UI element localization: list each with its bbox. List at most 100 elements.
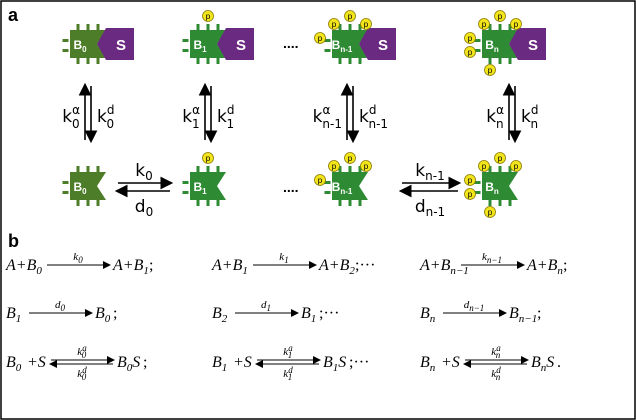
plus-substrate: +S	[233, 354, 252, 371]
equation-end: .	[557, 354, 561, 371]
equation-term: A+B1	[211, 257, 248, 277]
phospho-group	[344, 10, 356, 22]
equation-end: ;	[149, 257, 153, 274]
equation-end: ;	[563, 257, 567, 274]
panel-label-a: a	[8, 5, 19, 25]
b-molecule-body	[332, 172, 368, 200]
ellipsis-bottom: ....	[283, 179, 299, 195]
phospho-group	[328, 160, 340, 172]
substrate-label: S	[236, 37, 246, 54]
equation-term: BnS	[531, 354, 554, 374]
substrate-s	[509, 28, 546, 60]
equation-end: ;	[113, 305, 117, 322]
phospho-group	[464, 188, 476, 200]
b-molecule-body	[332, 30, 368, 58]
phospho-label: p	[348, 154, 353, 163]
equation-term: A+B0	[5, 257, 42, 277]
equation-term: B1S	[323, 354, 346, 374]
phospho-group	[510, 160, 522, 172]
phospho-group	[478, 160, 490, 172]
phospho-label: p	[364, 20, 369, 29]
panel-label-b: b	[8, 231, 19, 251]
phospho-group	[202, 152, 214, 164]
rate-label: kn−1	[482, 251, 502, 265]
phospho-group	[464, 32, 476, 44]
phospho-label: p	[468, 190, 473, 199]
phospho-label: p	[498, 12, 503, 21]
phospho-group	[464, 174, 476, 186]
molecule-b0-free: B0	[62, 166, 106, 206]
equation-term: A+Bn	[526, 257, 563, 277]
b-molecule-body	[190, 30, 226, 58]
phospho-label: p	[468, 34, 473, 43]
phospho-label: p	[482, 162, 487, 171]
phospho-label: p	[498, 154, 503, 163]
plus-substrate: +S	[27, 354, 46, 371]
phospho-label: p	[206, 12, 211, 21]
b-molecule-body	[70, 172, 106, 200]
equation-term: B0S	[117, 354, 140, 374]
phospho-group	[314, 174, 326, 186]
phospho-label: p	[348, 12, 353, 21]
phospho-label: p	[514, 20, 519, 29]
rate-label: d1	[261, 299, 271, 313]
phospho-label: p	[468, 48, 473, 57]
phospho-label: p	[482, 20, 487, 29]
equation-end: ;···	[355, 257, 375, 274]
substrate-s	[359, 28, 396, 60]
rate-label: d0	[55, 299, 66, 313]
phospho-label: p	[318, 176, 323, 185]
phospho-group	[360, 160, 372, 172]
phospho-group	[202, 10, 214, 22]
phospho-group	[344, 152, 356, 164]
rate-label: k0	[73, 251, 83, 265]
phospho-group	[464, 46, 476, 58]
phospho-label: p	[488, 66, 493, 75]
phospho-label: p	[332, 162, 337, 171]
phospho-group	[478, 18, 490, 30]
ellipsis-top: ....	[283, 35, 299, 51]
rate-label: dn−1	[464, 299, 485, 313]
substrate-label: S	[116, 37, 126, 54]
substrate-label: S	[528, 37, 538, 54]
phospho-group	[494, 152, 506, 164]
equation-end: ;	[537, 305, 541, 322]
substrate-label: S	[378, 37, 388, 54]
molecule-b1-free: B1p	[182, 152, 226, 206]
phospho-group	[510, 18, 522, 30]
equation-term: A+B1	[112, 257, 149, 277]
phospho-group	[484, 64, 496, 76]
phospho-label: p	[318, 34, 323, 43]
phospho-group	[314, 32, 326, 44]
phospho-label: p	[488, 208, 493, 217]
b-molecule-body	[190, 172, 226, 200]
phospho-label: p	[206, 154, 211, 163]
phospho-group	[328, 18, 340, 30]
equation-term: A+B2	[318, 257, 355, 277]
substrate-s	[217, 28, 254, 60]
